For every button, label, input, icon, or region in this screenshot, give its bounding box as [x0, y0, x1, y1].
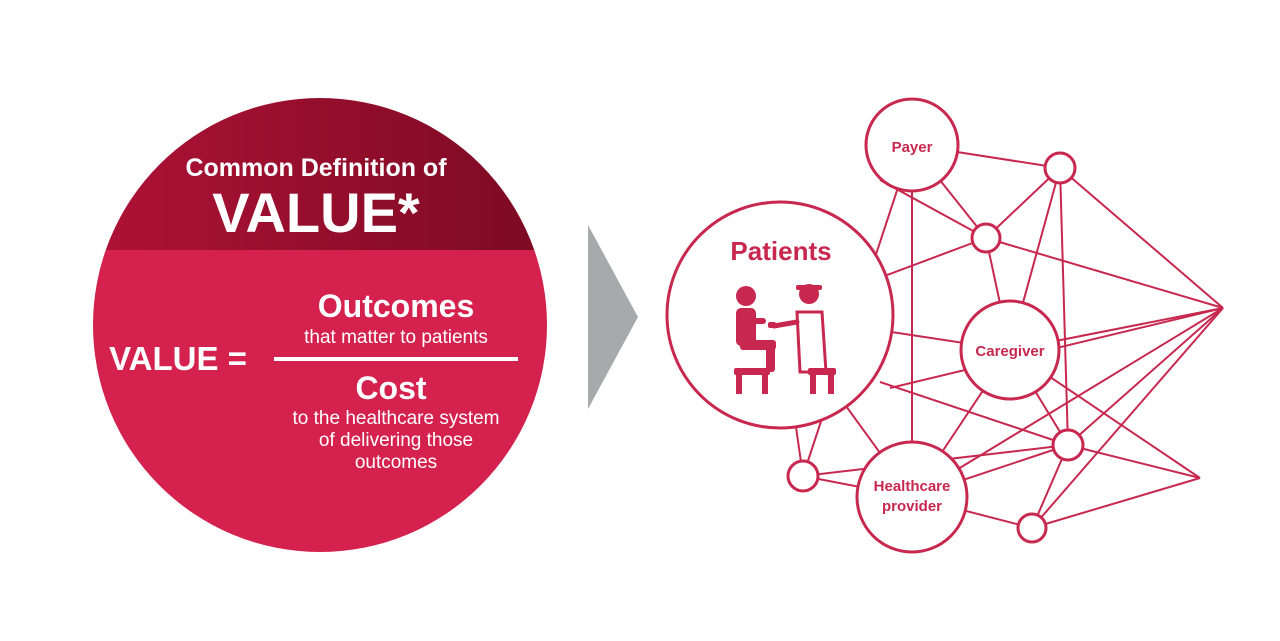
denominator-line-2: of delivering those — [319, 430, 473, 451]
denominator-line-3: outcomes — [355, 452, 437, 473]
provider-label-line-1: Healthcare — [874, 478, 951, 495]
small-node — [1043, 151, 1077, 185]
numerator-subtitle: that matter to patients — [304, 327, 488, 348]
healthcare-provider-node — [855, 440, 969, 554]
small-node — [970, 222, 1002, 254]
arrow-right-icon — [588, 225, 638, 409]
definition-heading: Common Definition of — [185, 154, 447, 182]
small-node — [786, 459, 820, 493]
small-node — [1051, 428, 1085, 462]
patients-label: Patients — [730, 236, 831, 266]
network-nodes: Patients Payer Caregiver Healthcare p — [665, 97, 1085, 554]
equation-lhs: VALUE = — [109, 340, 247, 377]
value-definition-circle: Common Definition of VALUE* VALUE = Outc… — [93, 98, 547, 552]
provider-label-line-2: provider — [882, 498, 942, 515]
caregiver-node — [959, 299, 1061, 401]
patients-node — [665, 200, 895, 430]
patient-doctor-icon — [734, 284, 836, 394]
caregiver-label: Caregiver — [975, 343, 1044, 360]
small-node — [1016, 512, 1048, 544]
definition-title: VALUE* — [212, 181, 420, 244]
numerator-title: Outcomes — [318, 288, 474, 324]
payer-node — [864, 97, 960, 193]
denominator-line-1: to the healthcare system — [293, 408, 500, 429]
payer-label: Payer — [892, 139, 933, 156]
denominator-title: Cost — [355, 370, 426, 406]
